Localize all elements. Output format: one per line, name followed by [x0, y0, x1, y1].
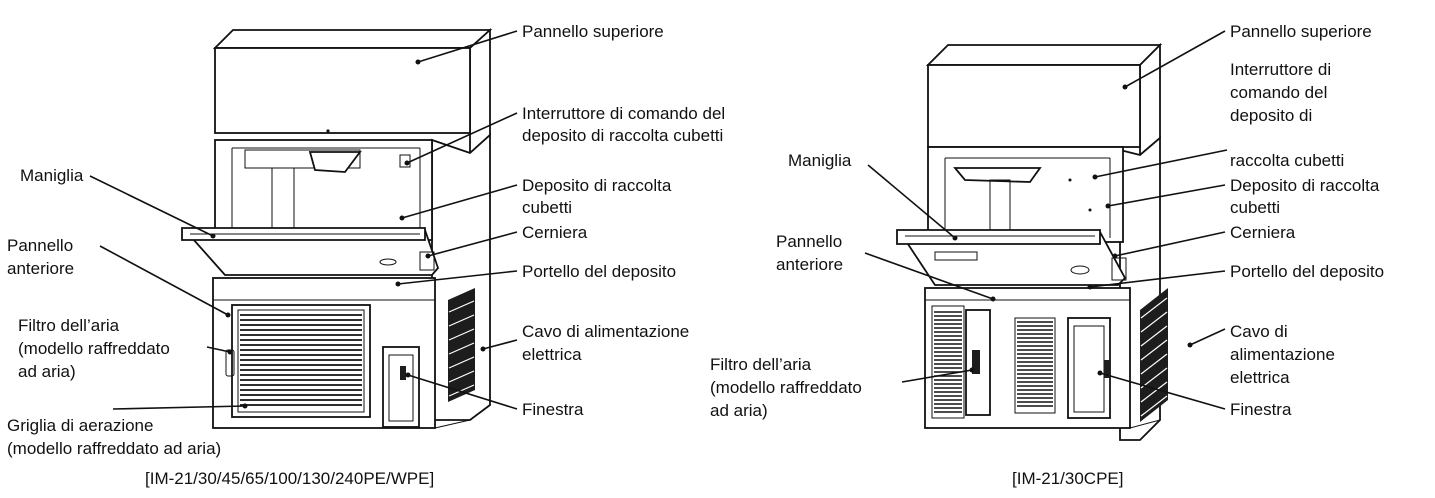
label-front-panel-right: Pannello anteriore — [776, 232, 847, 274]
side-vent-slats-right — [1140, 297, 1168, 417]
label-bin-door-right: Portello del deposito — [1230, 262, 1384, 281]
side-vent-slat — [1140, 325, 1168, 347]
label-top-panel-left: Pannello superiore — [522, 22, 664, 41]
label-louver-left: Griglia di aerazione (modello raffreddat… — [7, 416, 221, 458]
side-vent-slat — [1140, 297, 1168, 319]
side-vent-slats-left — [448, 300, 475, 397]
label-hinge-right: Cerniera — [1230, 223, 1296, 242]
label-power-cord-right: Cavo di alimentazione elettrica — [1230, 322, 1340, 387]
side-vent-slat — [1140, 353, 1168, 375]
side-vent-slat — [448, 384, 475, 397]
label-air-filter-left: Filtro dell’aria (modello raffreddato ad… — [18, 316, 175, 381]
label-front-panel-left: Pannello anteriore — [7, 236, 78, 278]
side-vent-slat — [1140, 395, 1168, 417]
caption-left: [IM-21/30/45/65/100/130/240PE/WPE] — [145, 469, 434, 488]
louver-slats-left — [240, 314, 362, 406]
side-vent-slat — [448, 300, 475, 313]
machine-left — [181, 27, 493, 429]
side-vent-slat — [448, 370, 475, 383]
label-bin-switch-right: Interruttore di comando del deposito di … — [1230, 60, 1344, 170]
caption-right: [IM-21/30CPE] — [1012, 469, 1124, 488]
label-hinge-left: Cerniera — [522, 223, 588, 242]
machine-right — [896, 42, 1168, 441]
bin-door-right — [896, 229, 1127, 286]
label-bin-door-left: Portello del deposito — [522, 262, 676, 281]
side-vent-slat — [448, 342, 475, 355]
label-bin-left: Deposito di raccolta cubetti — [522, 176, 676, 217]
side-vent-slat — [448, 328, 475, 341]
labels-left: Pannello superiore Interruttore di coman… — [7, 22, 730, 488]
top-panel-right — [925, 42, 1163, 157]
label-power-cord-left: Cavo di alimentazione elettrica — [522, 322, 694, 364]
label-bin-switch-left: Interruttore di comando del deposito di … — [522, 104, 730, 145]
side-vent-slat — [1140, 311, 1168, 333]
label-handle-left: Maniglia — [20, 166, 84, 185]
side-vent-slat — [448, 314, 475, 327]
top-panel-left — [212, 27, 493, 156]
bin-door-left — [181, 227, 440, 276]
side-vent-slat — [1140, 381, 1168, 403]
leader-lines — [89, 30, 1228, 410]
side-vent-slat — [1140, 339, 1168, 361]
label-window-right: Finestra — [1230, 400, 1292, 419]
front-vent-slats-right — [934, 311, 1053, 413]
label-handle-right: Maniglia — [788, 151, 852, 170]
side-vent-slat — [448, 356, 475, 369]
label-bin-right: Deposito di raccolta cubetti — [1230, 176, 1384, 217]
labels-right: Pannello superiore Interruttore di coman… — [710, 22, 1384, 488]
lower-front-right — [924, 287, 1168, 429]
label-air-filter-right: Filtro dell’aria (modello raffreddato ad… — [710, 355, 867, 420]
label-window-left: Finestra — [522, 400, 584, 419]
lower-front-left — [212, 277, 475, 429]
side-vent-slat — [1140, 367, 1168, 389]
label-top-panel-right: Pannello superiore — [1230, 22, 1372, 41]
